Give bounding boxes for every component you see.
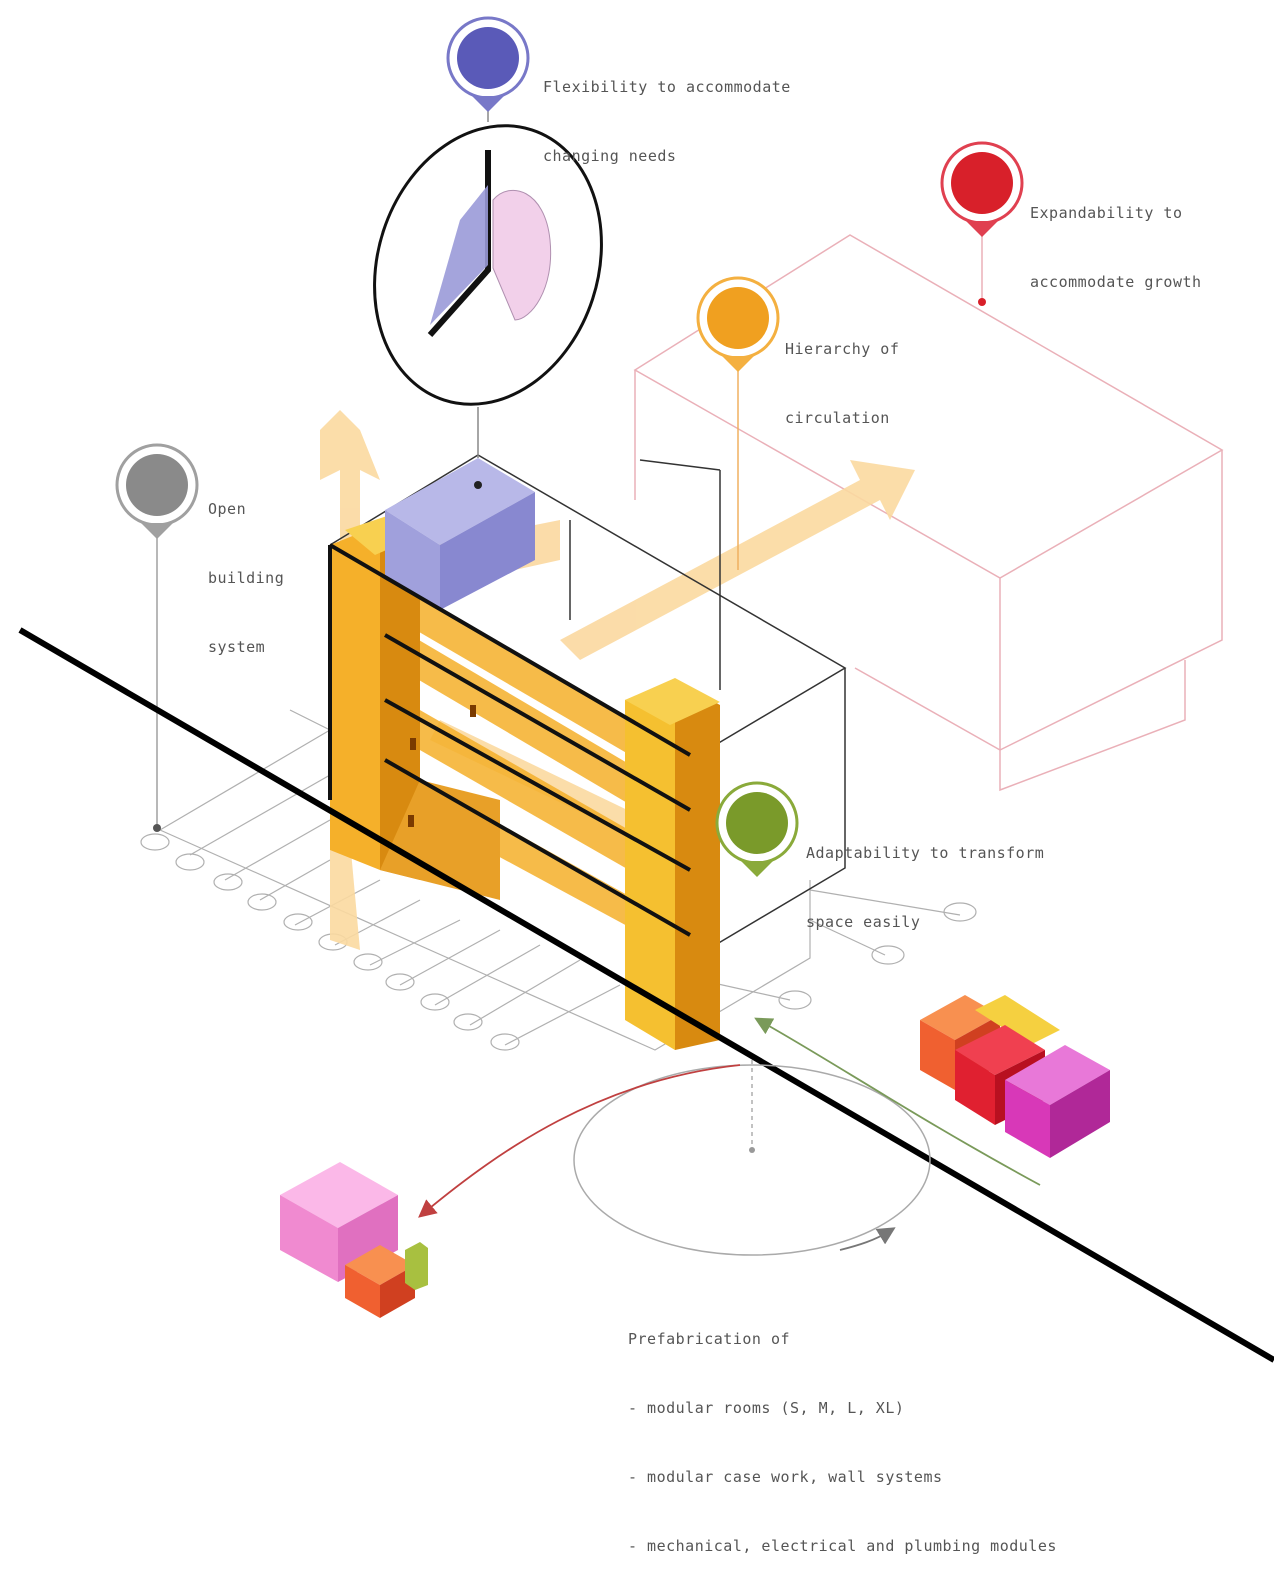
prefab-note-item: - mechanical, electrical and plumbing mo… (628, 1537, 1057, 1555)
grid-markers (140, 833, 977, 1051)
open-building-marker-icon (115, 443, 199, 832)
expansion-block-outline (633, 234, 1224, 792)
hierarchy-label-line2: circulation (785, 409, 890, 427)
prefabrication-note: Prefabrication of - modular rooms (S, M,… (628, 1282, 1057, 1581)
flexibility-label: Flexibility to accommodate changing need… (543, 30, 791, 191)
flexibility-marker-icon (446, 16, 530, 122)
open-building-label-line1: Open (208, 500, 247, 518)
section-cut-line (18, 627, 1274, 1363)
expandability-marker-icon (940, 141, 1024, 306)
prefab-note-item: - modular case work, wall systems (628, 1468, 943, 1486)
hierarchy-label-line1: Hierarchy of (785, 340, 900, 358)
expandability-label-line1: Expandability to (1030, 204, 1183, 222)
expandability-label-line2: accommodate growth (1030, 273, 1202, 291)
flexible-volume (385, 458, 535, 610)
floor-numbers (408, 705, 476, 827)
floor-lines (328, 543, 692, 937)
module-cubes-left (280, 1162, 428, 1318)
expandability-label: Expandability to accommodate growth (1030, 156, 1202, 317)
adaptability-label: Adaptability to transform space easily (806, 796, 1044, 957)
open-building-label-line3: system (208, 638, 266, 656)
open-building-label-line2: building (208, 569, 285, 587)
flexibility-label-line2: changing needs (543, 147, 677, 165)
adaptability-marker-icon (715, 781, 799, 877)
adaptability-label-line2: space easily (806, 913, 921, 931)
flexibility-label-line1: Flexibility to accommodate (543, 78, 791, 96)
circulation-core-right (625, 678, 720, 1050)
hierarchy-label: Hierarchy of circulation (785, 292, 899, 453)
open-building-label: Open building system (208, 452, 284, 682)
diagram-canvas (18, 16, 1274, 1363)
module-cubes-right (920, 995, 1110, 1158)
prefab-note-item: - modular rooms (S, M, L, XL) (628, 1399, 905, 1417)
prefab-note-title: Prefabrication of (628, 1330, 791, 1348)
adaptability-label-line1: Adaptability to transform (806, 844, 1045, 862)
hierarchy-marker-icon (696, 276, 780, 570)
prefab-cycle (418, 1017, 1041, 1256)
flexibility-dial (373, 124, 603, 458)
